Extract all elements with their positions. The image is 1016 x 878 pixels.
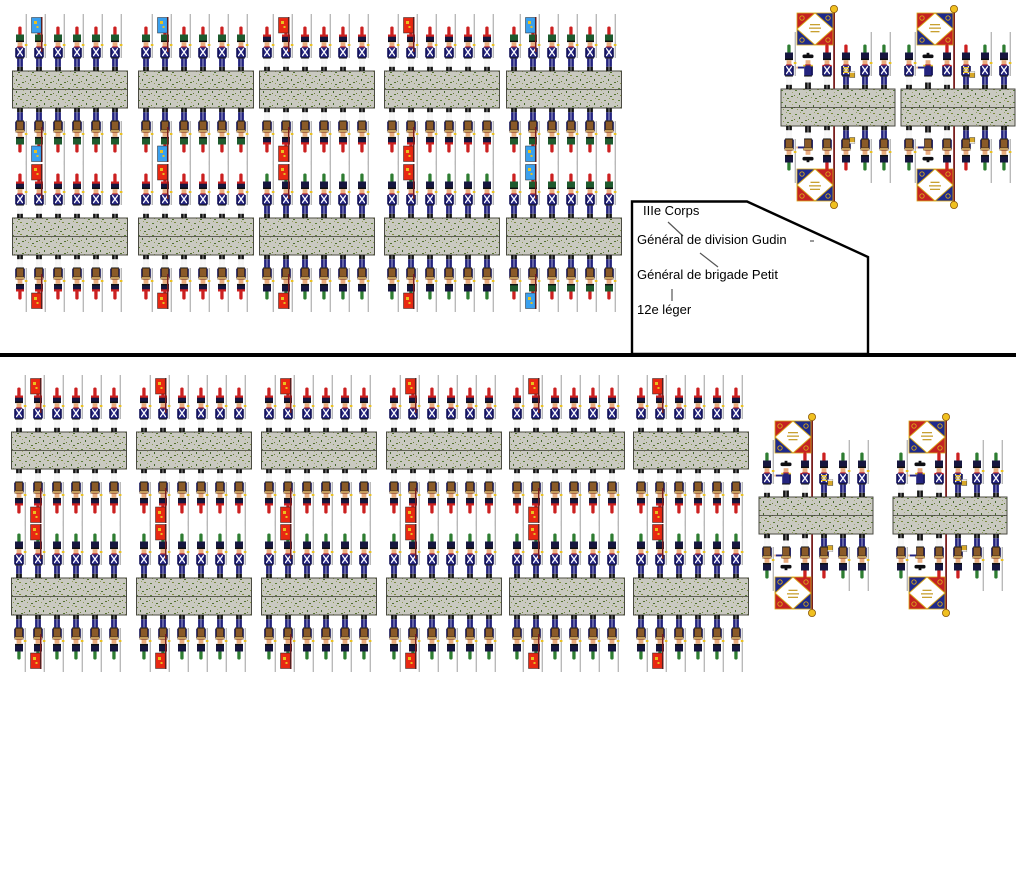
connector-corps-division: [667, 221, 684, 237]
infantry-strip-fusilier_white: [258, 14, 378, 171]
infantry-strip-chasseur: [505, 161, 625, 318]
infantry-strip-fusilier_white: [11, 161, 131, 318]
infantry-strip-fusilier_blue: [135, 521, 255, 678]
stray-mark: [810, 240, 814, 242]
infantry-strip-fusilier_blue: [260, 521, 380, 678]
connector-division-brigade: [699, 252, 719, 268]
infantry-strip-fusilier_white: [135, 375, 255, 532]
unit-label-division: Général de division Gudin: [637, 232, 787, 247]
command-stand: [780, 4, 900, 217]
infantry-strip-fusilier_white: [383, 14, 503, 171]
unit-label-regiment: 12e léger: [637, 302, 692, 317]
infantry-strip-fusilier_white: [137, 161, 257, 318]
infantry-strip-fusilier_white: [260, 375, 380, 532]
unit-label-box: [630, 200, 870, 356]
section-divider-line: [0, 353, 1016, 357]
infantry-strip-fusilier_white: [10, 375, 130, 532]
infantry-strip-fusilier_blue: [385, 521, 505, 678]
infantry-strip-chasseur: [137, 14, 257, 171]
infantry-strip-fusilier_blue: [383, 161, 503, 318]
infantry-strip-chasseur: [505, 14, 625, 171]
unit-label-brigade: Général de brigade Petit: [637, 267, 778, 282]
infantry-strip-fusilier_blue: [10, 521, 130, 678]
infantry-strip-fusilier_blue: [632, 521, 752, 678]
unit-label-box-outline: [630, 200, 870, 356]
command-stand: [892, 412, 1012, 625]
command-stand: [758, 412, 878, 625]
command-stand: [900, 4, 1016, 217]
unit-label-corps: IIIe Corps: [643, 203, 700, 218]
infantry-strip-chasseur: [11, 14, 131, 171]
infantry-strip-fusilier_blue: [508, 521, 628, 678]
infantry-strip-fusilier_white: [632, 375, 752, 532]
infantry-strip-fusilier_blue: [258, 161, 378, 318]
infantry-strip-fusilier_white: [385, 375, 505, 532]
infantry-strip-fusilier_white: [508, 375, 628, 532]
